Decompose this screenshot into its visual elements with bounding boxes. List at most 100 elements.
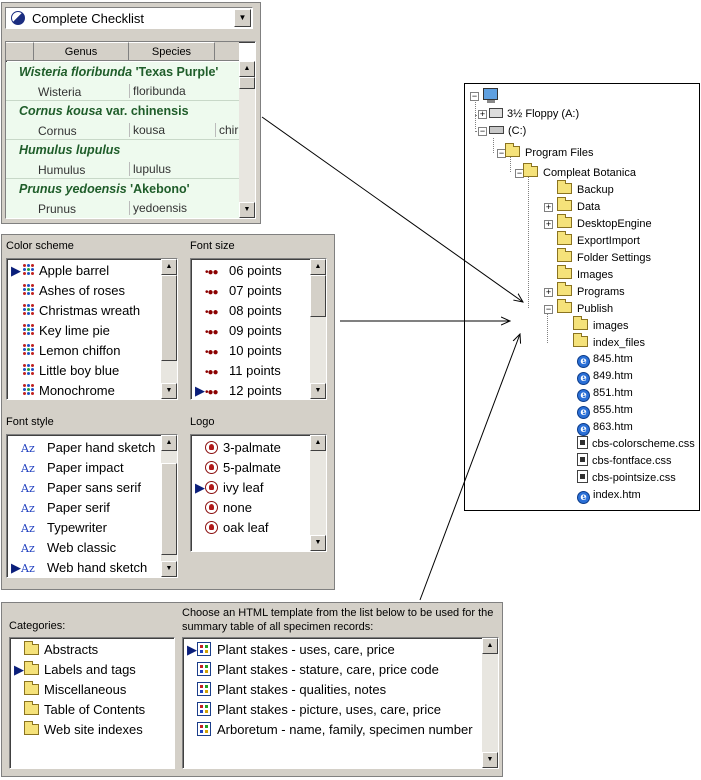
column-header-species[interactable]: Species: [129, 42, 215, 61]
font-size-scrollbar[interactable]: ▲ ▼: [310, 259, 326, 399]
tree-node[interactable]: images: [573, 316, 628, 334]
table-row[interactable]: Wisteria floribunda 'Texas Purple' Wiste…: [6, 62, 239, 101]
list-item[interactable]: Christmas wreath: [11, 301, 140, 321]
logo-list[interactable]: 3-palmate 5-palmate ▶ivy leaf none oak l…: [190, 434, 327, 552]
templates-list[interactable]: ▶Plant stakes - uses, care, price Plant …: [182, 637, 499, 769]
scroll-up-button[interactable]: ▲: [239, 61, 255, 77]
list-item[interactable]: Web site indexes: [14, 720, 143, 740]
expand-glyph[interactable]: +: [544, 219, 553, 229]
list-item[interactable]: Lemon chiffon: [11, 341, 120, 361]
scroll-thumb[interactable]: [161, 275, 177, 361]
tree-node[interactable]: ExportImport: [557, 231, 640, 249]
list-item[interactable]: Plant stakes - stature, care, price code: [187, 660, 439, 680]
tree-node[interactable]: index_files: [573, 333, 645, 351]
list-item[interactable]: oak leaf: [195, 518, 269, 538]
list-item[interactable]: 5-palmate: [195, 458, 281, 478]
tree-node[interactable]: Programs: [557, 282, 625, 300]
scroll-down-button[interactable]: ▼: [161, 561, 177, 577]
expand-glyph[interactable]: +: [478, 109, 487, 119]
scroll-down-button[interactable]: ▼: [161, 383, 177, 399]
scroll-down-button[interactable]: ▼: [239, 202, 255, 218]
checklist-scrollbar[interactable]: ▲ ▼: [239, 61, 255, 218]
list-item[interactable]: •●●11 points: [195, 361, 281, 381]
list-item[interactable]: Abstracts: [14, 640, 98, 660]
scroll-up-button[interactable]: ▲: [482, 638, 498, 654]
list-item[interactable]: •●●09 points: [195, 321, 282, 341]
list-item[interactable]: ▶Apple barrel: [11, 261, 109, 281]
collapse-glyph[interactable]: −: [478, 126, 487, 136]
list-item[interactable]: ▶Plant stakes - uses, care, price: [187, 640, 395, 660]
list-item[interactable]: Plant stakes - picture, uses, care, pric…: [187, 700, 441, 720]
collapse-glyph[interactable]: −: [470, 91, 479, 101]
column-header-genus[interactable]: Genus: [34, 42, 129, 61]
font-size-list[interactable]: •●●06 points •●●07 points •●●08 points •…: [190, 258, 327, 400]
list-item[interactable]: •●●10 points: [195, 341, 282, 361]
table-row[interactable]: Humulus lupulus Humulus lupulus: [6, 140, 239, 179]
list-item[interactable]: •●●08 points: [195, 301, 282, 321]
color-scheme-list[interactable]: ▶Apple barrel Ashes of roses Christmas w…: [6, 258, 178, 400]
list-item[interactable]: •●●06 points: [195, 261, 282, 281]
expand-glyph[interactable]: +: [544, 287, 553, 297]
list-item[interactable]: Plant stakes - qualities, notes: [187, 680, 386, 700]
chevron-down-icon[interactable]: ▼: [234, 9, 251, 27]
tree-node[interactable]: cbs-fontface.css: [577, 453, 671, 469]
list-item[interactable]: none: [195, 498, 252, 518]
color-scheme-scrollbar[interactable]: ▲ ▼: [161, 259, 177, 399]
table-row[interactable]: Prunus yedoensis 'Akebono' Prunus yedoen…: [6, 179, 239, 218]
tree-node[interactable]: DesktopEngine: [557, 214, 652, 232]
tree-node[interactable]: cbs-colorscheme.css: [577, 436, 695, 452]
tree-node[interactable]: Publish: [557, 299, 613, 317]
list-item[interactable]: ▶Labels and tags: [14, 660, 136, 680]
tree-node[interactable]: (C:): [489, 123, 526, 139]
list-item[interactable]: ▶ivy leaf: [195, 478, 263, 498]
scroll-down-button[interactable]: ▼: [310, 535, 326, 551]
list-item[interactable]: Key lime pie: [11, 321, 110, 341]
collapse-glyph[interactable]: −: [544, 304, 553, 314]
list-item[interactable]: Table of Contents: [14, 700, 145, 720]
tree-node[interactable]: Program Files: [505, 143, 593, 161]
list-item[interactable]: Monochrome: [11, 381, 115, 399]
tree-node[interactable]: Folder Settings: [557, 248, 651, 266]
list-item[interactable]: Ashes of roses: [11, 281, 125, 301]
list-item[interactable]: Little boy blue: [11, 361, 119, 381]
scroll-thumb[interactable]: [239, 77, 255, 89]
scroll-thumb[interactable]: [161, 463, 177, 555]
checklist-dropdown[interactable]: Complete Checklist ▼: [5, 7, 253, 29]
templates-scrollbar[interactable]: ▲ ▼: [482, 638, 498, 768]
tree-node[interactable]: Compleat Botanica: [523, 163, 636, 181]
table-row[interactable]: Cornus kousa var. chinensis Cornus kousa…: [6, 101, 239, 140]
scroll-up-button[interactable]: ▲: [310, 259, 326, 275]
scroll-up-button[interactable]: ▲: [310, 435, 326, 451]
scroll-up-button[interactable]: ▲: [161, 259, 177, 275]
scroll-down-button[interactable]: ▼: [482, 752, 498, 768]
font-style-scrollbar[interactable]: ▲ ▼: [161, 435, 177, 577]
list-item[interactable]: ▶•●●12 points: [195, 381, 282, 399]
categories-list[interactable]: Abstracts ▶Labels and tags Miscellaneous…: [9, 637, 175, 769]
scroll-up-button[interactable]: ▲: [161, 435, 177, 451]
tree-node[interactable]: cbs-pointsize.css: [577, 470, 676, 486]
tree-node[interactable]: Images: [557, 265, 613, 283]
tree-node[interactable]: Backup: [557, 180, 614, 198]
scroll-down-button[interactable]: ▼: [310, 383, 326, 399]
list-item[interactable]: •●●07 points: [195, 281, 282, 301]
tree-node[interactable]: Data: [557, 197, 600, 215]
expand-glyph[interactable]: +: [544, 202, 553, 212]
logo-scrollbar[interactable]: ▲ ▼: [310, 435, 326, 551]
list-item[interactable]: Miscellaneous: [14, 680, 126, 700]
list-item[interactable]: 3-palmate: [195, 438, 281, 458]
header-corner[interactable]: [6, 42, 34, 61]
scroll-thumb[interactable]: [310, 275, 326, 317]
